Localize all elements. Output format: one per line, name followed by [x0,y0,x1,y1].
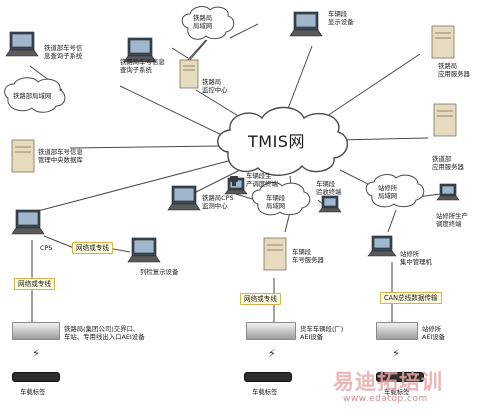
ministry-lan-cloud [4,77,66,113]
watermark-brand: 易迪拓培训 [333,370,443,394]
depot-lan-cloud [251,182,311,216]
aei-mid-label: 货车车辆段(厂) AEI设备 [300,325,344,341]
wireless-icon: ⚡ [32,347,40,360]
server-icon [431,25,455,59]
sensor-icons [230,176,238,186]
monitor-icon [127,237,161,263]
cps-label: CPS [40,244,53,252]
workstations [5,11,460,263]
bureau-lan-label: 铁路局 局域网 [193,14,213,30]
depot-display-label: 车辆段 显示设备 [328,10,354,26]
vehicle-tag-left-label: 车载标签 [20,388,46,396]
monitor-icon [436,183,460,201]
aei-right-label: 站修所 AEI设备 [422,325,446,341]
monitor-icon [167,185,201,211]
monitor-icon [5,31,39,57]
aei-device-left [12,322,60,340]
server-icon [433,103,457,137]
vehicle-tag-left [12,372,60,382]
monitor-icon [367,235,397,257]
network-tag-top-left: 网络或专线 [72,242,113,254]
bureau-cps-label: 铁路局CPS 监测中心 [202,194,234,210]
server-icon [179,59,199,89]
server-icon [263,237,287,271]
station-lan-cloud [365,174,425,208]
network-tag-left: 网络或专线 [14,278,55,290]
bureau-monitor-label: 铁路局 监控中心 [202,78,228,94]
depot-production-label: 车辆段生 产调度终端 [246,172,278,188]
wireless-icon: ⚡ [268,347,276,360]
vehicle-tag-right-label: 车载标签 [384,388,410,396]
vehicle-tag-mid-label: 车载标签 [252,388,278,396]
aei-left-label: 铁路局(集团公司)交界口、 车站、专用线出入口AEI设备 [64,325,145,341]
ministry-db-label: 铁道部车号信息 管理中央数据库 [38,148,83,164]
ministry-query-label: 铁道部车号信 息查询子系统 [44,44,83,60]
depot-acceptance-label: 车辆段 验收终端 [316,180,342,196]
network-tag-mid: 网络或专线 [240,293,281,305]
bureau-app-server-label: 铁路局 应用服务器 [438,62,470,78]
tmis-cloud [217,106,348,176]
monitor-icon [123,37,157,63]
depot-lan-label: 车辆段 局域网 [266,194,286,210]
can-bus-tag: CAN总线数据传输 [380,292,442,304]
bureau-lan-cloud-top [181,6,235,40]
depot-server-label: 车辆段 车号服务器 [292,248,324,264]
station-production-label: 站修所生产 调度终端 [436,212,468,228]
inspection-display-label: 列检复示设备 [140,268,179,276]
bureau-query-label: 铁路局车号信息 查询子系统 [120,58,165,74]
station-mgr-label: 站修所 集中管理机 [400,250,432,266]
servers [11,25,457,271]
monitor-icon [318,195,342,213]
monitor-icon [289,11,323,37]
tmis-network-label: TMIS网 [248,132,305,151]
ministry-lan-label: 铁路部局域网 [13,92,52,100]
aei-device-right [376,322,418,340]
ministry-server-label: 铁道部 应用服务器 [432,155,464,171]
station-lan-label: 站修所 局域网 [378,184,398,200]
vehicle-tag-mid [244,372,292,382]
wireless-icon: ⚡ [392,347,400,360]
vehicle-tag-right [376,372,424,382]
monitor-icon [11,209,45,235]
watermark-url: www.edatop.com [343,394,428,404]
aei-device-mid [246,322,296,340]
server-icon [11,139,35,173]
